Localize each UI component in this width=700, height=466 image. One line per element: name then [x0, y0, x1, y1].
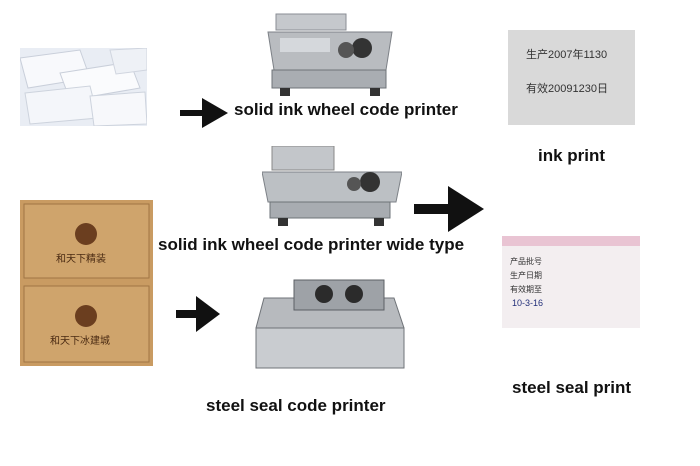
ink-sample-line1: 生产2007年1130 [526, 49, 608, 61]
ink-sample-line2: 有效20091230日 [526, 83, 608, 95]
paper-stack-image [20, 48, 147, 126]
solid-printer-label: solid ink wheel code printer [234, 100, 458, 119]
carton-box-image: 和天下精装 和天下冰建城 [20, 200, 153, 366]
arrow-right-icon [180, 96, 228, 135]
steel-field-1: 产品批号 [510, 257, 542, 266]
box-brand-2: 和天下冰建城 [50, 336, 110, 347]
ink-print-label: ink print [538, 146, 606, 165]
steel-seal-print-label: steel seal print [512, 378, 632, 397]
box-brand-1: 和天下精装 [56, 254, 106, 265]
steel-field-3: 有效期至 [510, 285, 542, 294]
wide-type-printer-image [261, 145, 403, 231]
ink-print-sample: 生产2007年1130 有效20091230日 [508, 30, 635, 125]
ink-wheel-printer-image [266, 10, 394, 103]
arrow-right-icon [414, 184, 484, 239]
steel-seal-printer-label: steel seal code printer [206, 396, 386, 415]
wide-type-label: solid ink wheel code printer wide type [158, 235, 465, 254]
steel-handwritten: 10-3-16 [512, 298, 544, 308]
steel-seal-print-sample: 产品批号 生产日期 有效期至 10-3-16 [502, 236, 640, 328]
arrow-right-icon [176, 294, 220, 339]
steel-seal-printer-image [254, 278, 408, 379]
steel-field-2: 生产日期 [510, 271, 542, 280]
